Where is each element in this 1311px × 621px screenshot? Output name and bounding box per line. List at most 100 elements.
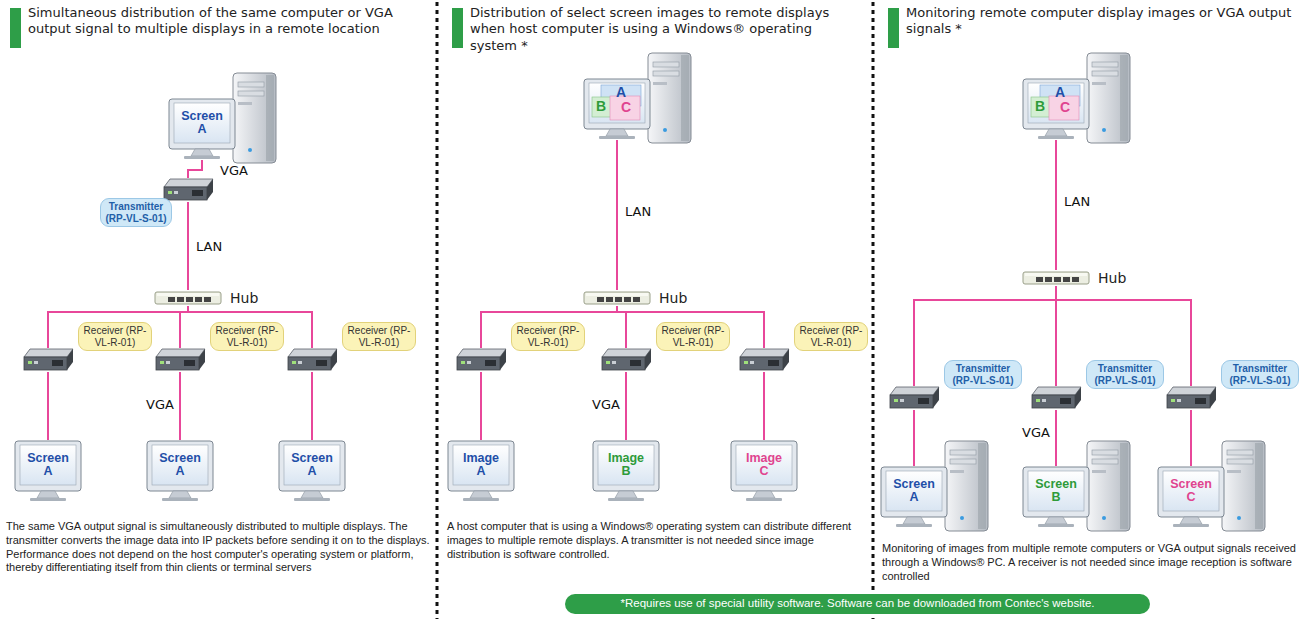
description-text: Monitoring of images from multiple remot… xyxy=(882,542,1302,583)
signal-label: VGA xyxy=(144,398,176,412)
computer-node: ABC xyxy=(583,52,695,148)
model-label: Receiver (RP-VL-R-01) xyxy=(800,325,863,348)
screen-area: Screen A xyxy=(284,445,340,485)
model-badge: Receiver (RP-VL-R-01) xyxy=(656,322,730,351)
monitor: Screen A xyxy=(168,98,236,160)
network-cable xyxy=(1056,286,1191,386)
device-node: Receiver (RP-VL-R-01) xyxy=(22,322,152,372)
monitor: Screen A xyxy=(146,440,214,502)
hub-node: Hub xyxy=(1022,270,1132,287)
computer-node: Screen A xyxy=(168,72,280,168)
screen-area: Screen A xyxy=(152,445,208,485)
model-label: Receiver (RP-VL-R-01) xyxy=(517,325,580,348)
network-cable xyxy=(625,372,627,440)
display-node: Image A xyxy=(447,440,515,502)
model-label: Transmitter (RP-VL-S-01) xyxy=(105,201,166,224)
monitor: Screen A xyxy=(278,440,346,502)
computer-node: Screen A xyxy=(880,440,992,536)
tower xyxy=(944,440,989,536)
hub-label: Hub xyxy=(1098,270,1126,286)
model-label: Transmitter (RP-VL-S-01) xyxy=(1094,363,1155,386)
device-node: Receiver (RP-VL-R-01) xyxy=(154,322,284,372)
device-node: Receiver (RP-VL-R-01) xyxy=(455,322,585,372)
tower xyxy=(1086,52,1131,148)
device-icon xyxy=(154,348,206,372)
panel-divider xyxy=(872,2,875,619)
tower-icon xyxy=(1221,440,1266,532)
tower-icon xyxy=(1086,52,1131,144)
signal-label: VGA xyxy=(590,398,622,412)
screen-text: Screen A xyxy=(25,452,71,478)
transmitter-device xyxy=(162,178,214,202)
tower xyxy=(647,52,692,148)
screen-area: Image B xyxy=(598,445,654,485)
monitor: AB C xyxy=(1022,78,1090,140)
screen-text: Screen A xyxy=(157,452,203,478)
network-cable xyxy=(763,372,765,440)
network-cable xyxy=(1055,410,1057,466)
monitor: Image C xyxy=(730,440,798,502)
transmitter-node: Transmitter (RP-VL-S-01) xyxy=(100,178,214,227)
model-badge: Receiver (RP-VL-R-01) xyxy=(342,322,416,351)
display-node: Image C xyxy=(730,440,798,502)
panel-heading: Simultaneous distribution of the same co… xyxy=(28,5,418,38)
device-node: Transmitter (RP-VL-S-01) xyxy=(888,360,1022,410)
heading-bar xyxy=(888,8,899,48)
network-cable xyxy=(47,372,49,440)
signal-label: LAN xyxy=(1062,195,1092,209)
network-cable xyxy=(180,306,188,348)
footnote-box: *Requires use of special utility softwar… xyxy=(565,594,1150,614)
screen-area: Image A xyxy=(453,445,509,485)
hub-label: Hub xyxy=(230,290,258,306)
device-icon xyxy=(162,178,214,202)
model-badge: Transmitter (RP-VL-S-01) xyxy=(1221,360,1299,389)
window-letter: C xyxy=(1060,100,1070,114)
tower xyxy=(1221,440,1266,536)
transmitter-device xyxy=(1165,386,1217,410)
hub-icon xyxy=(1022,270,1090,286)
device-icon xyxy=(1165,386,1217,410)
model-badge: Receiver (RP-VL-R-01) xyxy=(511,322,585,351)
description-text: A host computer that is using a Windows®… xyxy=(447,520,865,561)
transmitter-device xyxy=(1030,386,1082,410)
screen-text: Screen A xyxy=(179,110,225,136)
device-icon xyxy=(286,348,338,372)
model-badge: Transmitter (RP-VL-S-01) xyxy=(944,360,1022,389)
signal-label: LAN xyxy=(623,205,653,219)
window-letter: A xyxy=(616,85,626,99)
network-cable xyxy=(187,202,189,290)
device-icon xyxy=(888,386,940,410)
hub-icon xyxy=(583,290,651,306)
screen-area: Screen A xyxy=(174,103,230,143)
display-node: Screen A xyxy=(14,440,82,502)
model-label: Receiver (RP-VL-R-01) xyxy=(216,325,279,348)
hub-device xyxy=(1022,270,1090,286)
network-cable xyxy=(188,306,312,348)
computer-node: Screen B xyxy=(1022,440,1134,536)
screen-text: Screen A xyxy=(891,478,937,504)
hub-node: Hub xyxy=(154,290,264,307)
window-letter: A xyxy=(1055,85,1065,99)
model-label: Receiver (RP-VL-R-01) xyxy=(84,325,147,348)
window-letter: B xyxy=(1035,99,1045,113)
computer-node: Screen C xyxy=(1157,440,1269,536)
device-node: Transmitter (RP-VL-S-01) xyxy=(1030,360,1164,410)
screen-area: Image C xyxy=(736,445,792,485)
monitor: Image A xyxy=(447,440,515,502)
transmitter-device xyxy=(888,386,940,410)
model-label: Transmitter (RP-VL-S-01) xyxy=(1229,363,1290,386)
tower-icon xyxy=(1086,440,1131,532)
network-cable xyxy=(481,306,617,348)
hub-node: Hub xyxy=(583,290,693,307)
device-node: Receiver (RP-VL-R-01) xyxy=(600,322,730,372)
monitor: Screen A xyxy=(880,466,948,528)
computer-node: AB C xyxy=(1022,52,1134,148)
screen-text: Image A xyxy=(458,452,504,478)
network-cable xyxy=(913,410,915,466)
display-node: Image B xyxy=(592,440,660,502)
monitor: ABC xyxy=(583,78,651,140)
tower-icon xyxy=(944,440,989,532)
device-icon xyxy=(1030,386,1082,410)
tower-icon xyxy=(647,52,692,144)
device-node: Transmitter (RP-VL-S-01) xyxy=(1165,360,1299,410)
